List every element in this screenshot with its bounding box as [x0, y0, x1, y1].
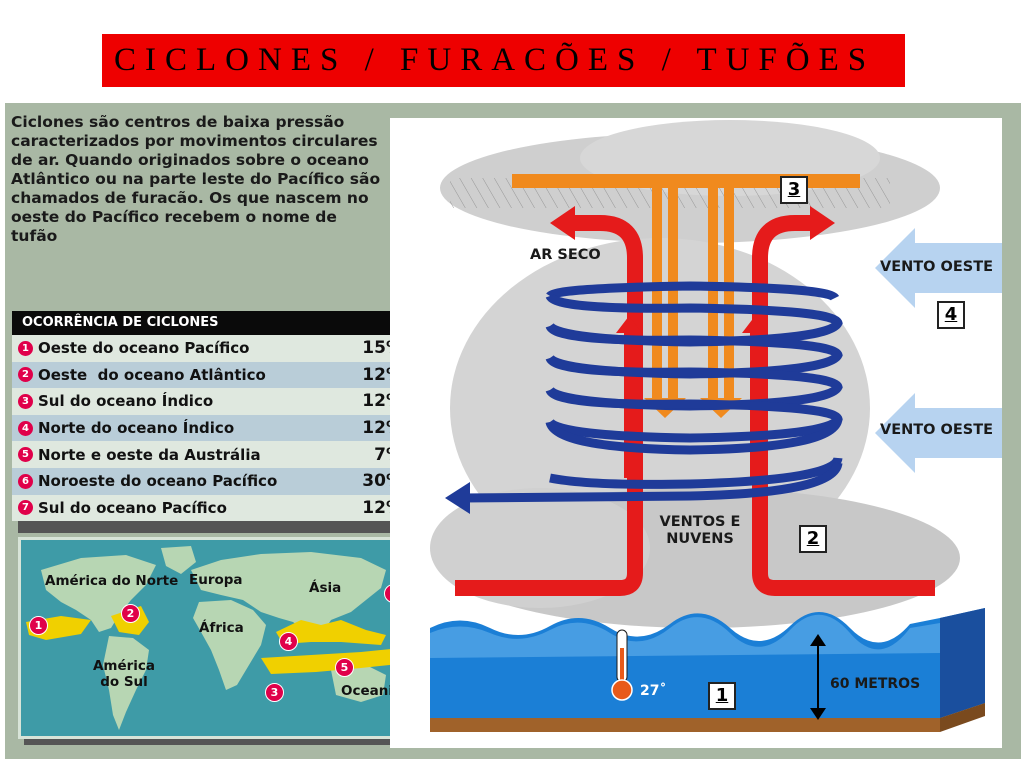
africa-shape	[193, 600, 266, 690]
descending-air-left-1	[652, 183, 662, 408]
rising-air-right-head	[810, 206, 835, 240]
table-row: 2 Oeste do oceano Atlântico 12%	[12, 361, 419, 389]
row-number-badge: 6	[18, 473, 33, 489]
table-row: 5 Norte e oeste da Austrália 7%	[12, 441, 419, 468]
descending-air-left-2	[668, 183, 678, 408]
south-america-shape	[103, 636, 149, 730]
north-america-shape	[41, 555, 156, 632]
table-row: 1 Oeste do oceano Pacífico 15%	[12, 335, 419, 362]
marker-4: 4	[279, 632, 298, 651]
descending-air-right-1	[708, 183, 718, 408]
descending-air-top	[512, 174, 860, 188]
thermometer-bulb	[611, 679, 633, 701]
step-box-3: 3	[780, 176, 808, 204]
table-row: 7 Sul do oceano Pacífico 12%	[12, 494, 419, 522]
row-label: Oeste do oceano Pacífico	[38, 339, 250, 358]
occurrence-table: OCORRÊNCIA DE CICLONES 1 Oeste do oceano…	[12, 311, 419, 522]
cyclone-diagram: AR SECO VENTO OESTE VENTO OESTE VENTOS E…	[390, 118, 1002, 748]
cyclone-diagram-drawing	[390, 118, 1002, 748]
step-box-2: 2	[799, 525, 827, 553]
step-box-1: 1	[708, 682, 736, 710]
marker-1: 1	[29, 616, 48, 635]
sea-highlight	[430, 614, 940, 658]
eurasia-shape	[191, 552, 386, 635]
marker-5: 5	[335, 658, 354, 677]
rising-air-left	[455, 215, 643, 596]
label-asia: Ásia	[309, 580, 342, 596]
label-ar-seco: AR SECO	[530, 247, 601, 263]
spiral-ring-1	[546, 281, 840, 302]
inner-rising-head-1	[616, 316, 642, 333]
table-row: 3 Sul do oceano Índico 12%	[12, 388, 419, 415]
zone-south-indian-pacific	[261, 648, 401, 674]
marker-3: 3	[265, 683, 284, 702]
world-map-drawing	[26, 546, 401, 730]
page-title: CICLONES / FURACÕES / TUFÕES	[102, 34, 905, 87]
zone-north-indian	[276, 620, 386, 645]
row-number-badge: 7	[18, 500, 33, 516]
sea-bottom	[430, 718, 940, 732]
cloud-body-low-2	[430, 488, 650, 608]
sea-side	[940, 608, 985, 718]
depth-head-bottom	[810, 708, 826, 720]
row-number-badge: 5	[18, 447, 33, 463]
rising-air-left-head	[550, 206, 575, 240]
label-america-do-norte: América do Norte	[45, 573, 179, 589]
wind-arrow-2	[875, 393, 1002, 473]
occurrence-table-header: OCORRÊNCIA DE CICLONES	[12, 311, 419, 335]
thermometer-fluid	[620, 648, 624, 684]
descending-air-right-2	[724, 183, 734, 408]
spiral-tail-head	[445, 482, 470, 514]
row-label: Norte e oeste da Austrália	[38, 445, 261, 464]
row-label: Norte do oceano Índico	[38, 419, 235, 438]
inner-rising-head-2	[742, 316, 768, 333]
spiral-ring-6	[545, 417, 843, 455]
spiral-ring-7	[549, 456, 843, 489]
step-box-4: 4	[937, 301, 965, 329]
label-oceania: Oceania	[341, 683, 403, 699]
depth-head-top	[810, 634, 826, 646]
row-label: Sul do oceano Pacífico	[38, 498, 227, 517]
table-row: 6 Noroeste do oceano Pacífico 30%	[12, 467, 419, 495]
wind-arrow-1	[875, 228, 1002, 308]
label-vento-oeste-2: VENTO OESTE	[880, 422, 993, 438]
world-map: América do Norte Europa Ásia África Amér…	[18, 537, 411, 739]
marker-2: 2	[121, 604, 140, 623]
table-row: 4 Norte do oceano Índico 12%	[12, 414, 419, 442]
row-number-badge: 4	[18, 420, 33, 436]
label-europa: Europa	[189, 572, 243, 588]
label-temperature: 27˚	[640, 683, 667, 699]
row-label: Sul do oceano Índico	[38, 392, 214, 411]
row-label: Noroeste do oceano Pacífico	[38, 472, 278, 491]
label-depth: 60 METROS	[830, 676, 921, 692]
label-america-do-sul: América do Sul	[92, 658, 156, 690]
row-number-badge: 2	[18, 367, 33, 383]
label-vento-oeste-1: VENTO OESTE	[880, 259, 993, 275]
label-ventos-e-nuvens: VENTOS E NUVENS	[659, 514, 741, 547]
row-number-badge: 3	[18, 393, 33, 409]
row-number-badge: 1	[18, 340, 33, 356]
row-label: Oeste do oceano Atlântico	[38, 365, 266, 384]
greenland-shape	[161, 546, 196, 574]
sea-bottom-side	[940, 703, 985, 732]
spiral-tail	[461, 461, 843, 503]
intro-text: Ciclones são centros de baixa pressão ca…	[11, 113, 381, 245]
label-africa: África	[199, 620, 244, 636]
